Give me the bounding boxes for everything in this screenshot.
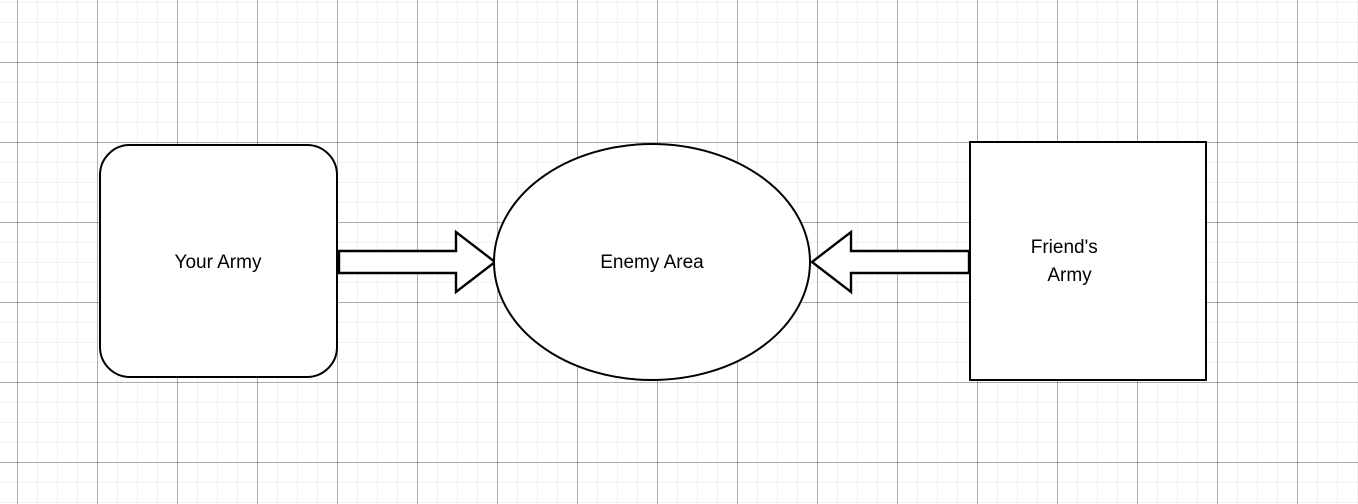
block-arrow-right-icon[interactable] xyxy=(337,229,497,295)
node-friends-army[interactable]: Friend's Army xyxy=(969,141,1207,381)
block-arrow-left-icon[interactable] xyxy=(810,229,971,295)
node-your-army[interactable]: Your Army xyxy=(99,144,338,378)
friends-army-label-line-1: Friend's xyxy=(1031,237,1098,258)
your-army-shape[interactable] xyxy=(99,144,338,378)
friends-army-label: Friend's Army xyxy=(1031,237,1146,286)
friends-army-shape[interactable] xyxy=(969,141,1207,381)
friends-army-label-line-2: Army xyxy=(1047,265,1092,286)
node-enemy-area[interactable]: Enemy Area xyxy=(493,143,811,381)
enemy-area-label: Enemy Area xyxy=(600,252,704,273)
enemy-area-shape[interactable] xyxy=(493,143,811,381)
your-army-label: Your Army xyxy=(175,252,262,273)
connector-your-army-to-enemy-area[interactable] xyxy=(337,229,497,295)
connector-friends-army-to-enemy-area[interactable] xyxy=(810,229,971,295)
